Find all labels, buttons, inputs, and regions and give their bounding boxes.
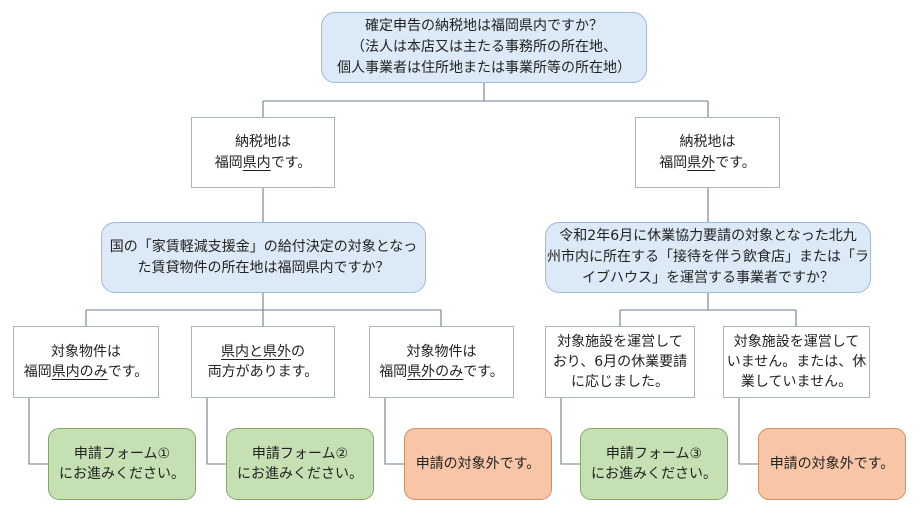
answer-line: に応じました。 [570, 374, 669, 391]
answer-suffix: です。 [107, 364, 149, 380]
connector-a4-to-r4 [560, 398, 580, 465]
answer-keyword: 県外のみ [407, 364, 464, 380]
result-line: 申請フォーム③ [605, 445, 703, 462]
answer-prefix: 福岡 [23, 364, 52, 380]
question-line: （法人は本店又は主たる事務所の所在地、 [351, 39, 617, 55]
answer-prefix: 福岡 [214, 154, 243, 171]
connector-q2-to-answers [85, 293, 442, 326]
answer-line: おり、6月の休業要請 [552, 353, 688, 370]
question-rent-subsidy-property: 国の「家賃軽減支援金」の給付決定の対象となっ た賃貸物件の所在地は福岡県内ですか… [101, 222, 426, 293]
connector-a2-to-r2 [206, 398, 226, 465]
answer-suffix: です。 [463, 364, 504, 380]
answer-keyword: 県外 [687, 154, 716, 171]
answer-line: いません。または、休 [726, 353, 867, 370]
answer-prefix: 福岡 [379, 364, 408, 380]
result-not-eligible-2: 申請の対象外です。 [758, 428, 906, 500]
answer-property-in-pref-only: 対象物件は 福岡県内のみです。 [13, 326, 159, 398]
answer-facility-not-closed: 対象施設を運営して いません。または、休 業していません。 [723, 326, 870, 398]
answer-facility-closed: 対象施設を運営して おり、6月の休業要請 に応じました。 [545, 326, 695, 398]
question-line: 個人事業者は住所地または事業所等の所在地） [337, 60, 631, 76]
answer-keyword: 県内と県外 [220, 343, 291, 360]
answer-suffix: です。 [270, 154, 312, 171]
result-application-form-3: 申請フォーム③ にお進みください。 [580, 428, 728, 500]
result-application-form-1: 申請フォーム① にお進みください。 [48, 428, 196, 500]
answer-suffix: です。 [715, 154, 756, 171]
answer-prefix: 福岡 [659, 154, 688, 171]
result-line: 申請フォーム① [73, 445, 171, 462]
connector-a1-to-r1 [28, 398, 48, 465]
connector-a3-to-r3 [384, 398, 404, 465]
answer-line: 納税地は [679, 134, 736, 151]
question-line: イブハウス」を運営する事業者ですか？ [582, 270, 834, 286]
question-kitakyushu-business: 令和2年6月に休業協力要請の対象となった北九 州市内に所在する「接待を伴う飲食店… [545, 222, 871, 293]
answer-line: 対象施設を運営して [557, 333, 683, 350]
answer-suffix: の [290, 343, 305, 360]
answer-line: 業していません。 [740, 374, 853, 391]
answer-property-out-of-pref-only: 対象物件は 福岡県外のみです。 [369, 326, 514, 398]
answer-tax-location-out-of-prefecture: 納税地は 福岡県外です。 [635, 117, 780, 188]
answer-tax-location-in-prefecture: 納税地は 福岡県内です。 [191, 117, 335, 188]
result-line: にお進みください。 [59, 466, 185, 482]
result-not-eligible-1: 申請の対象外です。 [404, 428, 552, 500]
result-line: 申請の対象外です。 [769, 455, 895, 472]
answer-line: 対象物件は [50, 343, 121, 360]
connector-a5-to-r5 [738, 398, 758, 465]
answer-line: 納税地は [234, 134, 291, 151]
question-line: 確定申告の納税地は福岡県内ですか？ [365, 18, 603, 34]
answer-keyword: 県内のみ [51, 364, 108, 380]
result-line: にお進みください。 [591, 466, 717, 482]
answer-line: 両方があります。 [207, 364, 319, 380]
answer-property-both: 県内と県外の 両方があります。 [191, 326, 335, 398]
result-application-form-2: 申請フォーム② にお進みください。 [226, 428, 374, 500]
result-line: 申請フォーム② [251, 445, 349, 462]
connector-q1-to-branches [262, 83, 709, 117]
result-line: にお進みください。 [237, 466, 363, 482]
answer-line: 対象物件は [406, 343, 477, 360]
connector-q3-to-answers [619, 293, 797, 326]
result-line: 申請の対象外です。 [415, 455, 541, 472]
question-line: 国の「家賃軽減支援金」の給付決定の対象となっ [109, 239, 418, 256]
answer-keyword: 県内 [242, 154, 271, 171]
question-line: た賃貸物件の所在地は福岡県内ですか？ [137, 259, 390, 276]
question-tax-location: 確定申告の納税地は福岡県内ですか？ （法人は本店又は主たる事務所の所在地、 個人… [321, 12, 647, 83]
answer-line: 対象施設を運営して [733, 333, 860, 350]
question-line: 令和2年6月に休業協力要請の対象となった北九 [559, 228, 857, 244]
question-line: 州市内に所在する「接待を伴う飲食店」または「ラ [547, 249, 869, 265]
